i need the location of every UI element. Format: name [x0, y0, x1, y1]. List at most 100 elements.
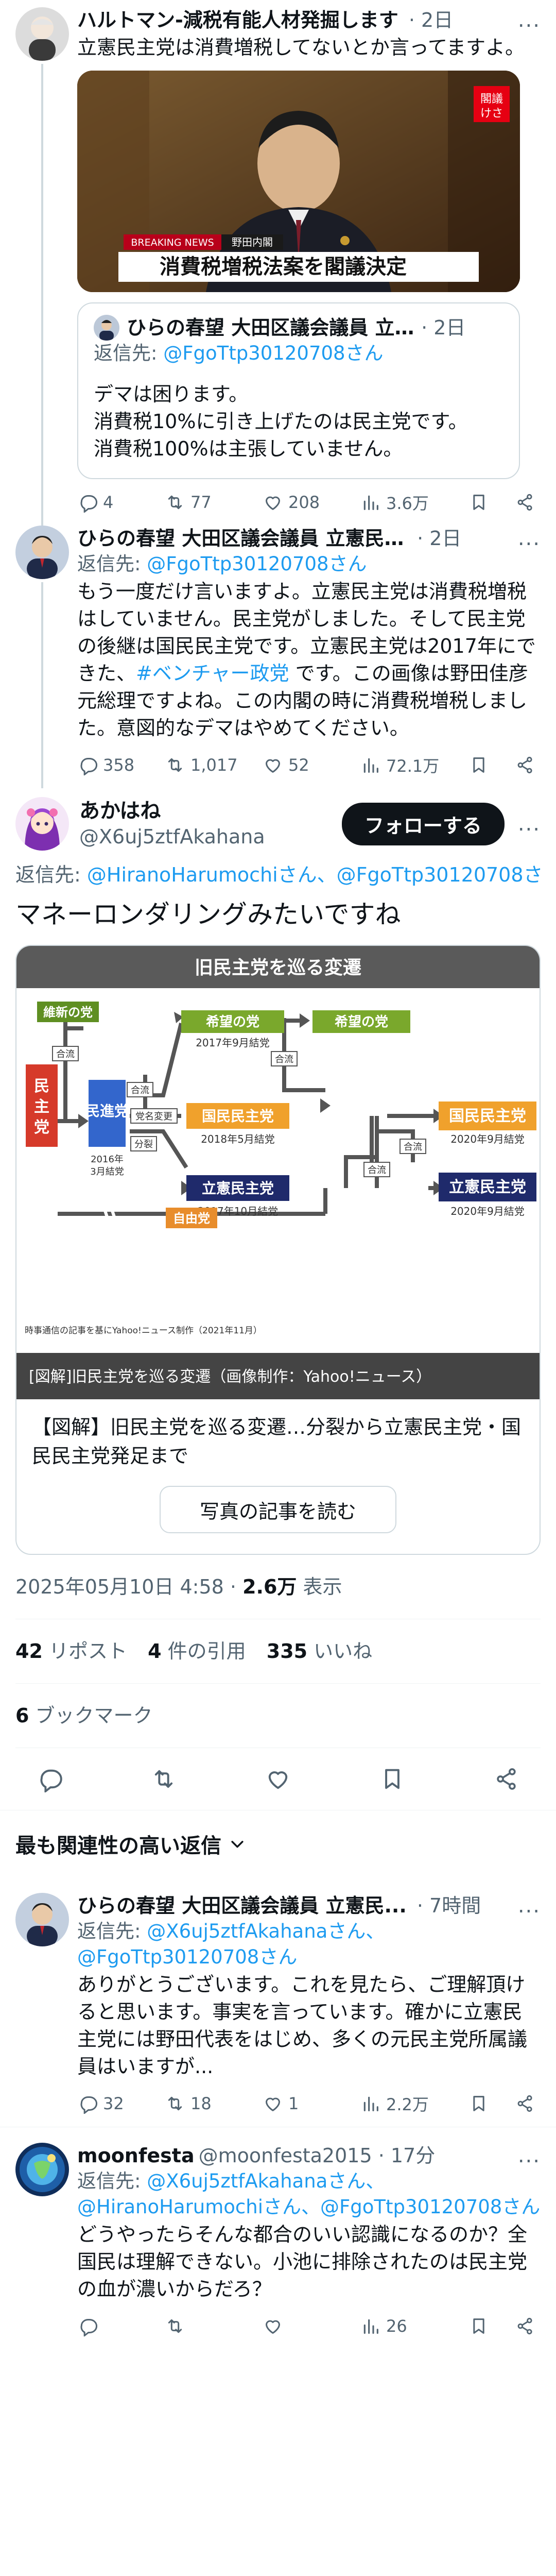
- bookmark-icon: [473, 2318, 484, 2334]
- main-author-name[interactable]: あかはね: [79, 799, 161, 823]
- share-icon: [517, 494, 532, 511]
- like-icon: [266, 496, 280, 510]
- bookmark-icon: [473, 2096, 484, 2111]
- label-gouryu-4: 合流: [404, 1142, 422, 1153]
- share-button[interactable]: [515, 2093, 541, 2114]
- date-kokumin-2: 2020年9月結党: [450, 1133, 525, 1145]
- like-icon[interactable]: [265, 1766, 291, 1792]
- reply-button[interactable]: 4: [77, 492, 165, 513]
- bookmark-button[interactable]: [468, 2093, 494, 2114]
- diagram-title: 旧民主党を巡る変遷: [195, 957, 361, 978]
- author-name[interactable]: moonfesta: [77, 2144, 195, 2167]
- media-caption: 消費税増税法案を閣議決定: [160, 255, 407, 279]
- tweet-time[interactable]: · 7時間: [410, 1894, 481, 1917]
- party-kokumin-1: 国民民主党: [202, 1108, 274, 1125]
- retweet-button[interactable]: 77: [165, 492, 263, 513]
- author-name[interactable]: ハルトマン-減税有能人材発掘します: [77, 9, 398, 31]
- author-name[interactable]: ひらの春望 大田区議会議員 立憲民主...: [77, 527, 407, 550]
- bookmark-stats: 6 ブックマーク: [15, 1704, 153, 1727]
- reply-tweet-1[interactable]: ひらの春望 大田区議会議員 立憲民... · 7時間 ... 返信先: @X6u…: [0, 1877, 556, 2127]
- hashtag-link[interactable]: #ベンチャー政党: [136, 662, 289, 685]
- views-button[interactable]: 3.6万: [360, 490, 458, 514]
- more-options-icon[interactable]: ...: [517, 812, 541, 836]
- avatar-hartmann[interactable]: [15, 7, 69, 61]
- share-button[interactable]: [515, 492, 541, 513]
- views-button[interactable]: 72.1万: [360, 753, 458, 777]
- media-corner-bottom: けさ: [480, 107, 503, 120]
- main-actions-bar: [15, 1748, 541, 1810]
- like-count[interactable]: 335: [266, 1640, 308, 1663]
- link-card[interactable]: 旧民主党を巡る変遷: [15, 945, 541, 1555]
- bookmark-button[interactable]: [468, 2316, 494, 2336]
- views-icon: [363, 495, 378, 510]
- avatar-akahane[interactable]: [15, 797, 69, 851]
- reply-button[interactable]: [77, 2316, 165, 2336]
- share-button[interactable]: [515, 2316, 541, 2336]
- quote-count[interactable]: 4: [148, 1640, 162, 1663]
- reply-handle[interactable]: @FgoTtp30120708さん: [147, 553, 367, 575]
- more-options-icon[interactable]: ...: [517, 527, 541, 550]
- quoted-tweet[interactable]: ひらの春望 大田区議会議員 立憲... · 2日 返信先: @FgoTtp301…: [77, 302, 520, 479]
- avatar-hirano[interactable]: [15, 526, 69, 579]
- reply-handles[interactable]: @X6uj5ztfAkahanaさん、@HiranoHarumochiさん、@F…: [77, 2170, 541, 2218]
- bookmark-button[interactable]: [468, 492, 494, 513]
- party-ishin: 維新の党: [43, 1005, 93, 1020]
- views-icon: [363, 2096, 378, 2111]
- like-button[interactable]: 1: [263, 2093, 360, 2114]
- card-diagram-image[interactable]: 旧民主党を巡る変遷: [16, 946, 540, 1399]
- share-button[interactable]: [515, 755, 541, 775]
- bookmark-icon: [473, 757, 484, 773]
- retweet-button[interactable]: [165, 2316, 263, 2336]
- tweet-time[interactable]: · 2日: [402, 9, 454, 31]
- avatar-moonfesta[interactable]: [15, 2143, 69, 2196]
- thread-tweet-2[interactable]: ひらの春望 大田区議会議員 立憲民主... · 2日 ... 返信先: @Fgo…: [0, 526, 556, 788]
- quote-line-2: 消費税10%に引き上げたのは民主党です。: [94, 410, 468, 433]
- label-gouryu-1: 合流: [56, 1049, 75, 1060]
- views-button[interactable]: 2.2万: [360, 2092, 458, 2115]
- bookmark-icon[interactable]: [379, 1766, 406, 1792]
- tweet-actions: 32 18 1 2.2万: [77, 2080, 541, 2127]
- share-icon[interactable]: [493, 1766, 520, 1792]
- retweet-icon[interactable]: [150, 1766, 177, 1792]
- reply-icon[interactable]: [36, 1766, 63, 1792]
- more-options-icon[interactable]: ...: [517, 2144, 541, 2167]
- reply-handles[interactable]: @X6uj5ztfAkahanaさん、@FgoTtp30120708さん: [77, 1920, 385, 1968]
- main-author-handle[interactable]: @X6uj5ztfAkahana: [79, 825, 265, 848]
- tweet-actions: 26: [77, 2303, 541, 2349]
- tweet-time[interactable]: · 2日: [411, 527, 462, 550]
- follow-button[interactable]: フォローする: [341, 802, 505, 845]
- reply-to: 返信先: @FgoTtp30120708さん: [77, 553, 367, 575]
- quote-reply-to: 返信先: @FgoTtp30120708さん: [94, 342, 384, 364]
- avatar-hirano[interactable]: [15, 1893, 69, 1946]
- like-button[interactable]: 208: [263, 492, 360, 513]
- more-options-icon[interactable]: ...: [517, 1894, 541, 1918]
- chevron-down-icon: [231, 1841, 244, 1848]
- reply-tweet-2[interactable]: moonfesta @moonfesta2015 · 17分 ... 返信先: …: [0, 2127, 556, 2349]
- views-button[interactable]: 26: [360, 2316, 458, 2336]
- more-options-icon[interactable]: ...: [517, 8, 541, 32]
- main-reply-handles[interactable]: @HiranoHarumochiさん、@FgoTtp30120708さん: [86, 863, 541, 886]
- retweet-button[interactable]: 1,017: [165, 755, 263, 775]
- tweet-timestamp[interactable]: 2025年05月10日 4:58 · 2.6万 表示: [15, 1575, 342, 1598]
- read-article-button[interactable]: 写真の記事を読む: [160, 1486, 396, 1533]
- retweet-button[interactable]: 18: [165, 2093, 263, 2114]
- like-button[interactable]: 52: [263, 755, 360, 775]
- bookmark-button[interactable]: [468, 755, 494, 775]
- reply-button[interactable]: 32: [77, 2093, 165, 2114]
- bookmark-count[interactable]: 6: [15, 1704, 29, 1727]
- reply-sort-dropdown[interactable]: 最も関連性の高い返信: [0, 1810, 556, 1877]
- reply-button[interactable]: 358: [77, 755, 165, 775]
- retweet-icon: [168, 2319, 182, 2333]
- like-button[interactable]: [263, 2316, 360, 2336]
- card-title[interactable]: 【図解】旧民主党を巡る変遷…分裂から立憲民主党・国民民主党発足まで: [32, 1416, 522, 1467]
- share-icon: [517, 756, 532, 774]
- quote-reply-handle[interactable]: @FgoTtp30120708さん: [163, 342, 384, 364]
- repost-count[interactable]: 42: [15, 1640, 43, 1663]
- party-rikken-1: 立憲民主党: [202, 1180, 274, 1197]
- date-kokumin-1: 2018年5月結党: [201, 1133, 275, 1145]
- thread-connector: [41, 64, 43, 526]
- author-name[interactable]: ひらの春望 大田区議会議員 立憲民...: [77, 1894, 407, 1917]
- thread-tweet-1[interactable]: ハルトマン-減税有能人材発掘します · 2日 ... 立憲民主党は消費増税してな…: [0, 0, 556, 526]
- tweet-media-image[interactable]: 閣議 けさ BREAKING NEWS 野田内閣 消費税増税法案を閣議決定: [77, 71, 520, 292]
- author-handle-time[interactable]: @moonfesta2015 · 17分: [198, 2144, 436, 2167]
